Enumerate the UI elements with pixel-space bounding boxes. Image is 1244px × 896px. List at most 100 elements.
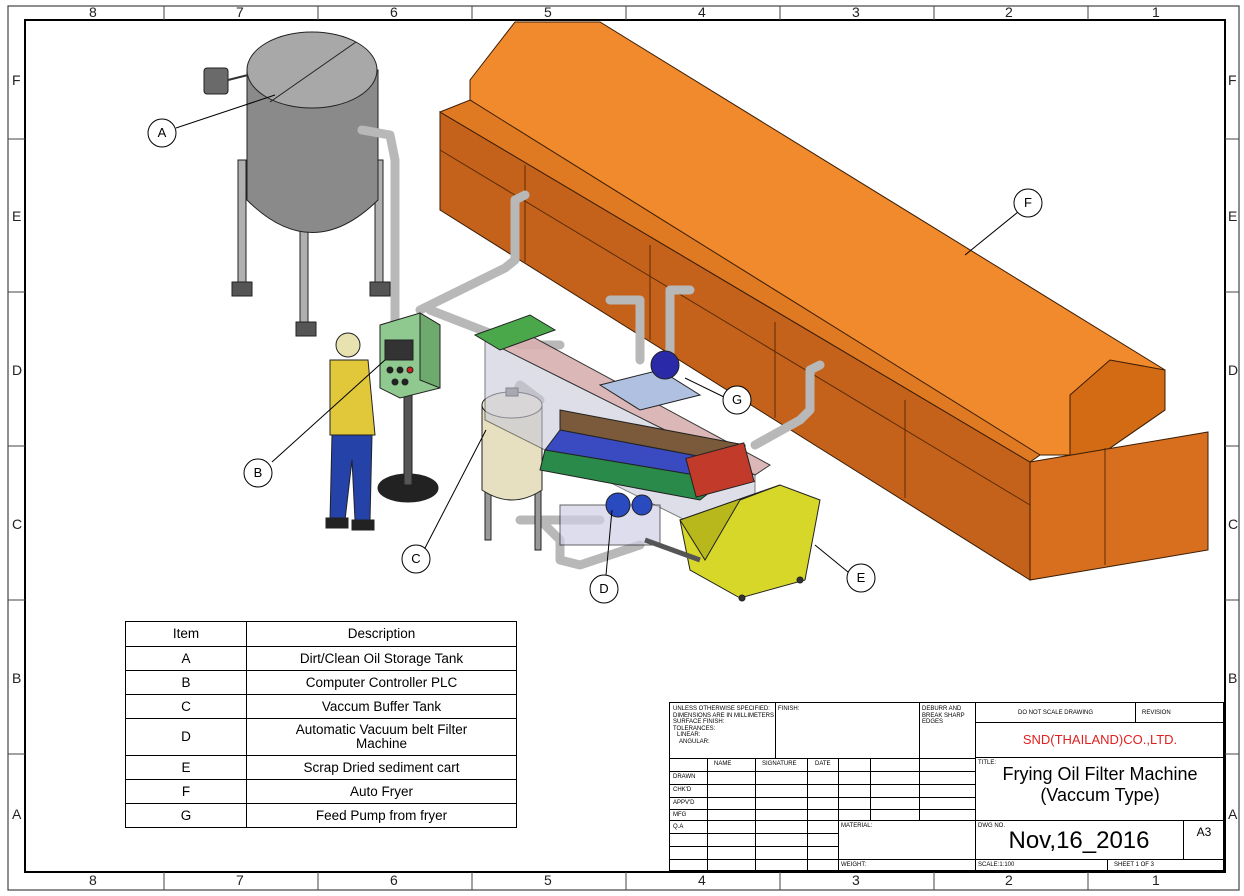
zone-row-label: B: [1228, 670, 1238, 686]
revision-label: REVISION: [1142, 710, 1171, 716]
item-cell: E: [125, 755, 247, 780]
dwg-no-label: DWG NO.: [978, 823, 1005, 829]
table-row: A Dirt/Clean Oil Storage Tank: [125, 646, 517, 671]
do-not-scale: DO NOT SCALE DRAWING: [1018, 710, 1094, 716]
balloon-label: C: [411, 551, 421, 566]
row-drawn: DRAWN: [673, 774, 696, 780]
header-description: Description: [246, 621, 517, 647]
balloon-g: G: [722, 385, 752, 420]
zone-col-label: 1: [1152, 4, 1160, 20]
zone-row-label: B: [12, 670, 22, 686]
zone-col-label: 2: [1005, 4, 1013, 20]
balloon-label: E: [856, 570, 866, 585]
description-cell: Dirt/Clean Oil Storage Tank: [246, 646, 517, 671]
balloon-label: G: [731, 392, 743, 407]
zone-col-label: 3: [852, 4, 860, 20]
table-row: C Vaccum Buffer Tank: [125, 694, 517, 719]
balloon-leaders: [175, 94, 1019, 576]
col-name: NAME: [714, 761, 732, 767]
balloon-label: F: [1024, 195, 1032, 210]
balloon-a: A: [147, 118, 177, 153]
outer-border: [7, 5, 1240, 891]
zone-col-label: 6: [390, 4, 398, 20]
sheet-size: A3: [1196, 825, 1212, 839]
zone-col-label: 2: [1005, 872, 1013, 888]
zone-row-label: D: [1228, 362, 1239, 378]
drawing-number: Nov,16_2016: [1008, 827, 1150, 854]
item-cell: F: [125, 779, 247, 804]
zone-col-label: 8: [89, 4, 97, 20]
deburr-note: DEBURR AND BREAK SHARP EDGES: [922, 706, 965, 725]
zone-row-label: F: [1228, 72, 1237, 88]
material-label: MATERIAL:: [841, 823, 873, 829]
zone-ticks: [8, 6, 1239, 890]
zone-col-label: 1: [1152, 872, 1160, 888]
auto-fryer: [438, 21, 1209, 581]
item-table: Item Description A Dirt/Clean Oil Storag…: [125, 621, 517, 828]
scale-label: SCALE:1:100: [978, 862, 1015, 868]
zone-col-label: 7: [236, 4, 244, 20]
row-apprd: APPV'D: [673, 800, 695, 806]
description-cell: Vaccum Buffer Tank: [246, 694, 517, 719]
title-block: UNLESS OTHERWISE SPECIFIED: DIMENSIONS A…: [669, 702, 1225, 871]
zone-col-label: 4: [698, 4, 706, 20]
finish-label: FINISH:: [778, 706, 800, 712]
item-cell: D: [125, 718, 247, 756]
col-signature: SIGNATURE: [762, 761, 797, 767]
zone-row-label: C: [1228, 516, 1239, 532]
balloon-b: B: [243, 458, 273, 493]
zone-row-label: A: [1228, 806, 1238, 822]
filter-machine: [473, 314, 771, 556]
row-mfg: MFG: [673, 812, 687, 818]
item-cell: A: [125, 646, 247, 671]
zone-row-label: A: [12, 806, 22, 822]
zone-col-label: 8: [89, 872, 97, 888]
row-chkd: CHK'D: [673, 787, 692, 793]
zone-col-label: 5: [544, 872, 552, 888]
table-row: E Scrap Dried sediment cart: [125, 755, 517, 780]
zone-col-label: 6: [390, 872, 398, 888]
table-row: B Computer Controller PLC: [125, 670, 517, 695]
balloon-e: E: [846, 563, 876, 598]
table-row: G Feed Pump from fryer: [125, 803, 517, 828]
item-cell: C: [125, 694, 247, 719]
description-cell: Auto Fryer: [246, 779, 517, 804]
item-cell: G: [125, 803, 247, 828]
drawing-title: Frying Oil Filter Machine (Vaccum Type): [1002, 764, 1198, 805]
description-cell: Feed Pump from fryer: [246, 803, 517, 828]
zone-row-label: F: [12, 72, 21, 88]
balloon-label: D: [599, 581, 609, 596]
sheet-count: SHEET 1 OF 3: [1114, 862, 1154, 868]
scrap-cart: [644, 484, 821, 602]
zone-row-label: C: [12, 516, 23, 532]
header-item: Item: [125, 621, 247, 647]
title-label: TITLE:: [978, 760, 997, 766]
zone-col-label: 5: [544, 4, 552, 20]
table-header-row: Item Description: [125, 621, 517, 647]
description-cell: Computer Controller PLC: [246, 670, 517, 695]
balloon-label: A: [157, 125, 167, 140]
table-row: F Auto Fryer: [125, 779, 517, 804]
balloon-label: B: [253, 465, 263, 480]
balloon-c: C: [401, 544, 431, 579]
zone-col-label: 7: [236, 872, 244, 888]
balloon-f: F: [1013, 188, 1043, 223]
description-cell: Scrap Dried sediment cart: [246, 755, 517, 780]
company-name: SND(THAILAND)CO.,LTD.: [1022, 732, 1178, 747]
zone-row-label: E: [1228, 208, 1238, 224]
zone-row-label: E: [12, 208, 22, 224]
tolerance-note: UNLESS OTHERWISE SPECIFIED: DIMENSIONS A…: [673, 706, 775, 745]
balloon-d: D: [589, 574, 619, 609]
zone-row-label: D: [12, 362, 23, 378]
row-qa: Q.A: [673, 824, 684, 830]
zone-col-label: 4: [698, 872, 706, 888]
plc-controller: [377, 312, 441, 503]
table-row: D Automatic Vacuum belt Filter Machine: [125, 718, 517, 756]
operator-figure: [325, 332, 376, 531]
col-date: DATE: [815, 761, 831, 767]
weight-label: WEIGHT:: [841, 862, 866, 868]
description-cell: Automatic Vacuum belt Filter Machine: [246, 718, 517, 756]
storage-tank: [203, 31, 391, 337]
